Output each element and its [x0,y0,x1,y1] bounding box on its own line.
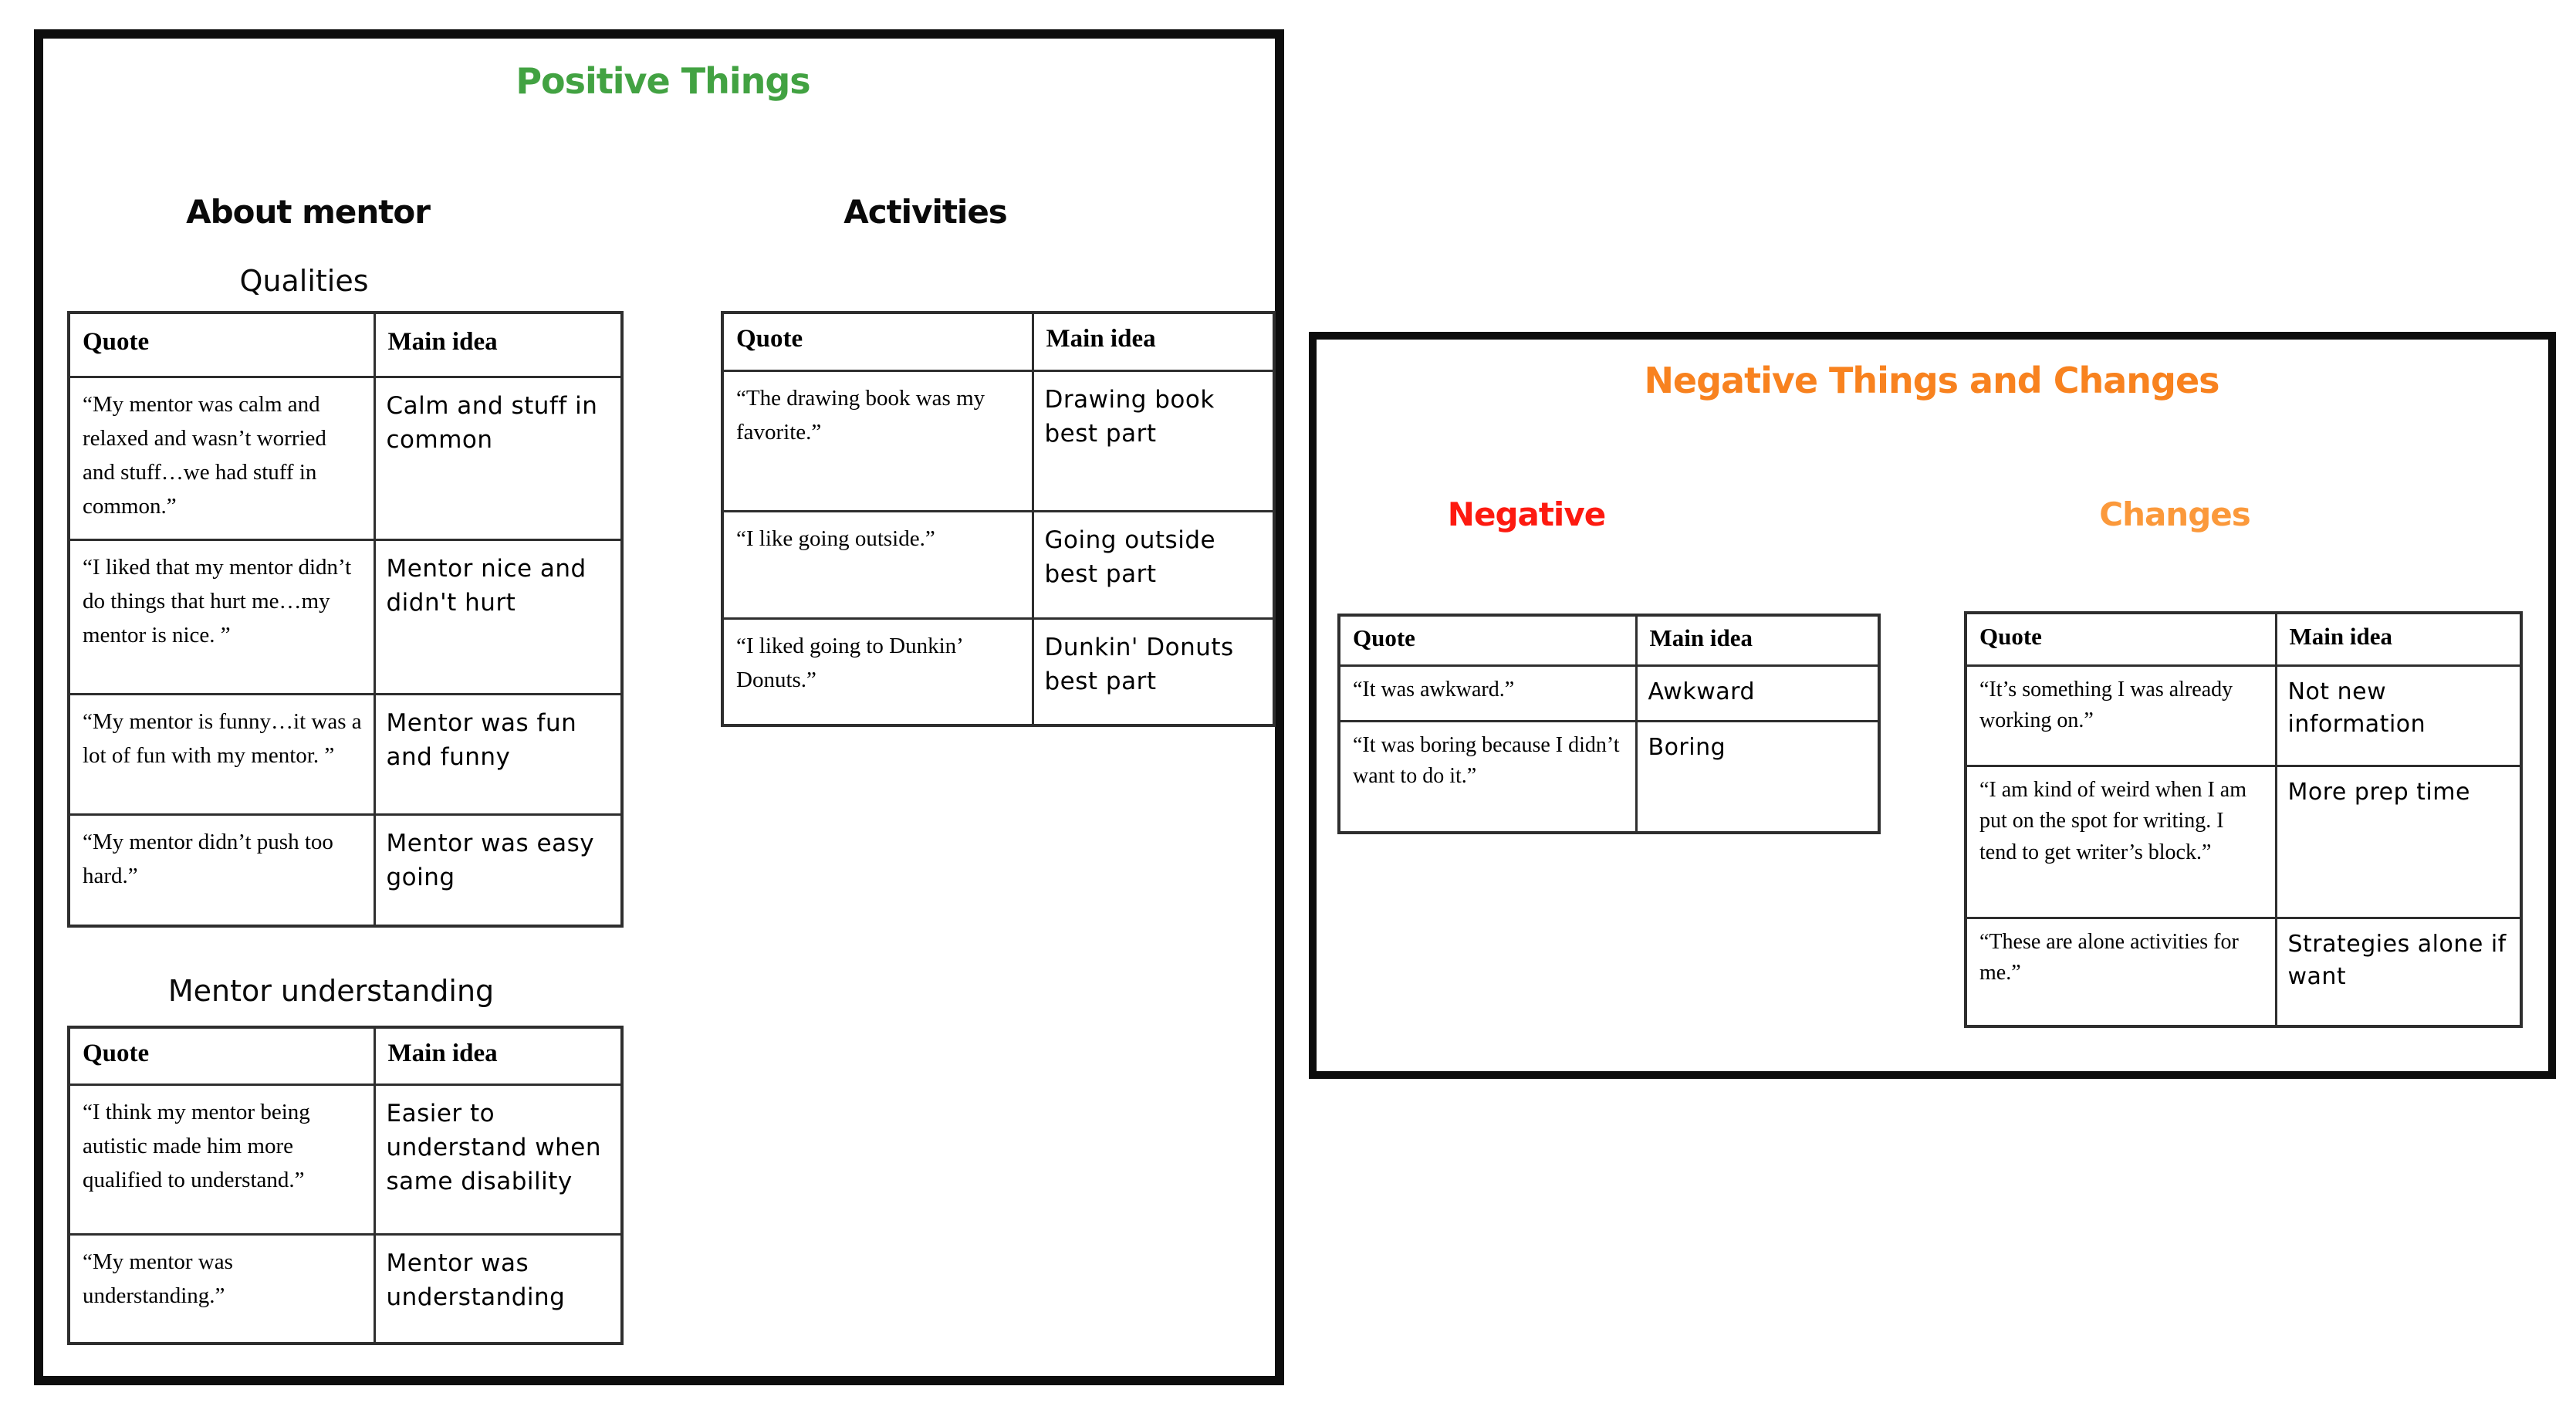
table-row: “The drawing book was my favorite.” Draw… [721,369,1276,512]
quote-cell: “I liked going to Dunkin’ Donuts.” [721,617,1034,727]
main-idea-cell: Not new information [2274,664,2523,767]
quote-column-header: Quote [67,1026,376,1086]
changes-table: Quote Main idea “It’s something I was al… [1964,611,2523,1028]
qualities-table: Quote Main idea “My mentor was calm and … [67,311,624,928]
main-idea-cell: Mentor was fun and funny [373,692,624,816]
table-row: “I am kind of weird when I am put on the… [1964,764,2523,919]
main-idea-column-header: Main idea [2274,611,2523,667]
table-row: “I liked that my mentor didn’t do things… [67,538,624,695]
quote-cell: “These are alone activities for me.” [1964,916,2277,1028]
table-row: “It’s something I was already working on… [1964,664,2523,767]
main-idea-cell: Mentor nice and didn't hurt [373,538,624,695]
about-mentor-heading: About mentor [186,193,431,231]
qualities-heading: Qualities [239,264,369,298]
main-idea-column-header: Main idea [373,311,624,378]
changes-heading: Changes [2099,495,2251,533]
main-idea-cell: Boring [1635,719,1881,834]
negative-panel-title: Negative Things and Changes [1644,360,2219,401]
quote-cell: “I liked that my mentor didn’t do things… [67,538,376,695]
quote-cell: “My mentor was understanding.” [67,1232,376,1345]
positive-things-panel: Positive Things About mentor Activities … [34,29,1284,1385]
negative-table: Quote Main idea “It was awkward.” Awkwar… [1337,614,1881,834]
table-header-row: Quote Main idea [67,1026,624,1086]
quote-cell: “It was awkward.” [1337,664,1638,722]
quote-cell: “My mentor was calm and relaxed and wasn… [67,375,376,541]
table-row: “My mentor didn’t push too hard.” Mentor… [67,813,624,928]
main-idea-column-header: Main idea [1031,311,1276,372]
table-row: “I liked going to Dunkin’ Donuts.” Dunki… [721,617,1276,727]
quote-column-header: Quote [67,311,376,378]
main-idea-cell: Going outside best part [1031,509,1276,620]
table-row: “My mentor was understanding.” Mentor wa… [67,1232,624,1345]
main-idea-column-header: Main idea [373,1026,624,1086]
main-idea-cell: Dunkin' Donuts best part [1031,617,1276,727]
quote-column-header: Quote [1337,614,1638,667]
quote-cell: “It’s something I was already working on… [1964,664,2277,767]
table-row: “I think my mentor being autistic made h… [67,1083,624,1236]
quote-cell: “I like going outside.” [721,509,1034,620]
main-idea-column-header: Main idea [1635,614,1881,667]
table-row: “I like going outside.” Going outside be… [721,509,1276,620]
activities-table: Quote Main idea “The drawing book was my… [721,311,1276,727]
quote-cell: “My mentor is funny…it was a lot of fun … [67,692,376,816]
main-idea-cell: Easier to understand when same disabilit… [373,1083,624,1236]
quote-column-header: Quote [721,311,1034,372]
mentor-understanding-table: Quote Main idea “I think my mentor being… [67,1026,624,1345]
negative-heading: Negative [1447,495,1606,533]
main-idea-cell: Awkward [1635,664,1881,722]
main-idea-cell: Calm and stuff in common [373,375,624,541]
quote-cell: “I am kind of weird when I am put on the… [1964,764,2277,919]
table-row: “These are alone activities for me.” Str… [1964,916,2523,1028]
quote-cell: “My mentor didn’t push too hard.” [67,813,376,928]
negative-things-and-changes-panel: Negative Things and Changes Negative Cha… [1309,332,2556,1079]
main-idea-cell: Mentor was easy going [373,813,624,928]
table-header-row: Quote Main idea [721,311,1276,372]
quote-cell: “I think my mentor being autistic made h… [67,1083,376,1236]
main-idea-cell: Mentor was understanding [373,1232,624,1345]
mentor-understanding-heading: Mentor understanding [167,974,495,1008]
main-idea-cell: Drawing book best part [1031,369,1276,512]
main-idea-cell: More prep time [2274,764,2523,919]
quote-cell: “The drawing book was my favorite.” [721,369,1034,512]
quote-cell: “It was boring because I didn’t want to … [1337,719,1638,834]
table-row: “My mentor is funny…it was a lot of fun … [67,692,624,816]
activities-heading: Activities [843,193,1008,231]
table-row: “It was awkward.” Awkward [1337,664,1881,722]
table-row: “It was boring because I didn’t want to … [1337,719,1881,834]
quote-column-header: Quote [1964,611,2277,667]
table-header-row: Quote Main idea [67,311,624,378]
table-row: “My mentor was calm and relaxed and wasn… [67,375,624,541]
main-idea-cell: Strategies alone if want [2274,916,2523,1028]
positive-panel-title: Positive Things [516,60,810,102]
table-header-row: Quote Main idea [1337,614,1881,667]
table-header-row: Quote Main idea [1964,611,2523,667]
